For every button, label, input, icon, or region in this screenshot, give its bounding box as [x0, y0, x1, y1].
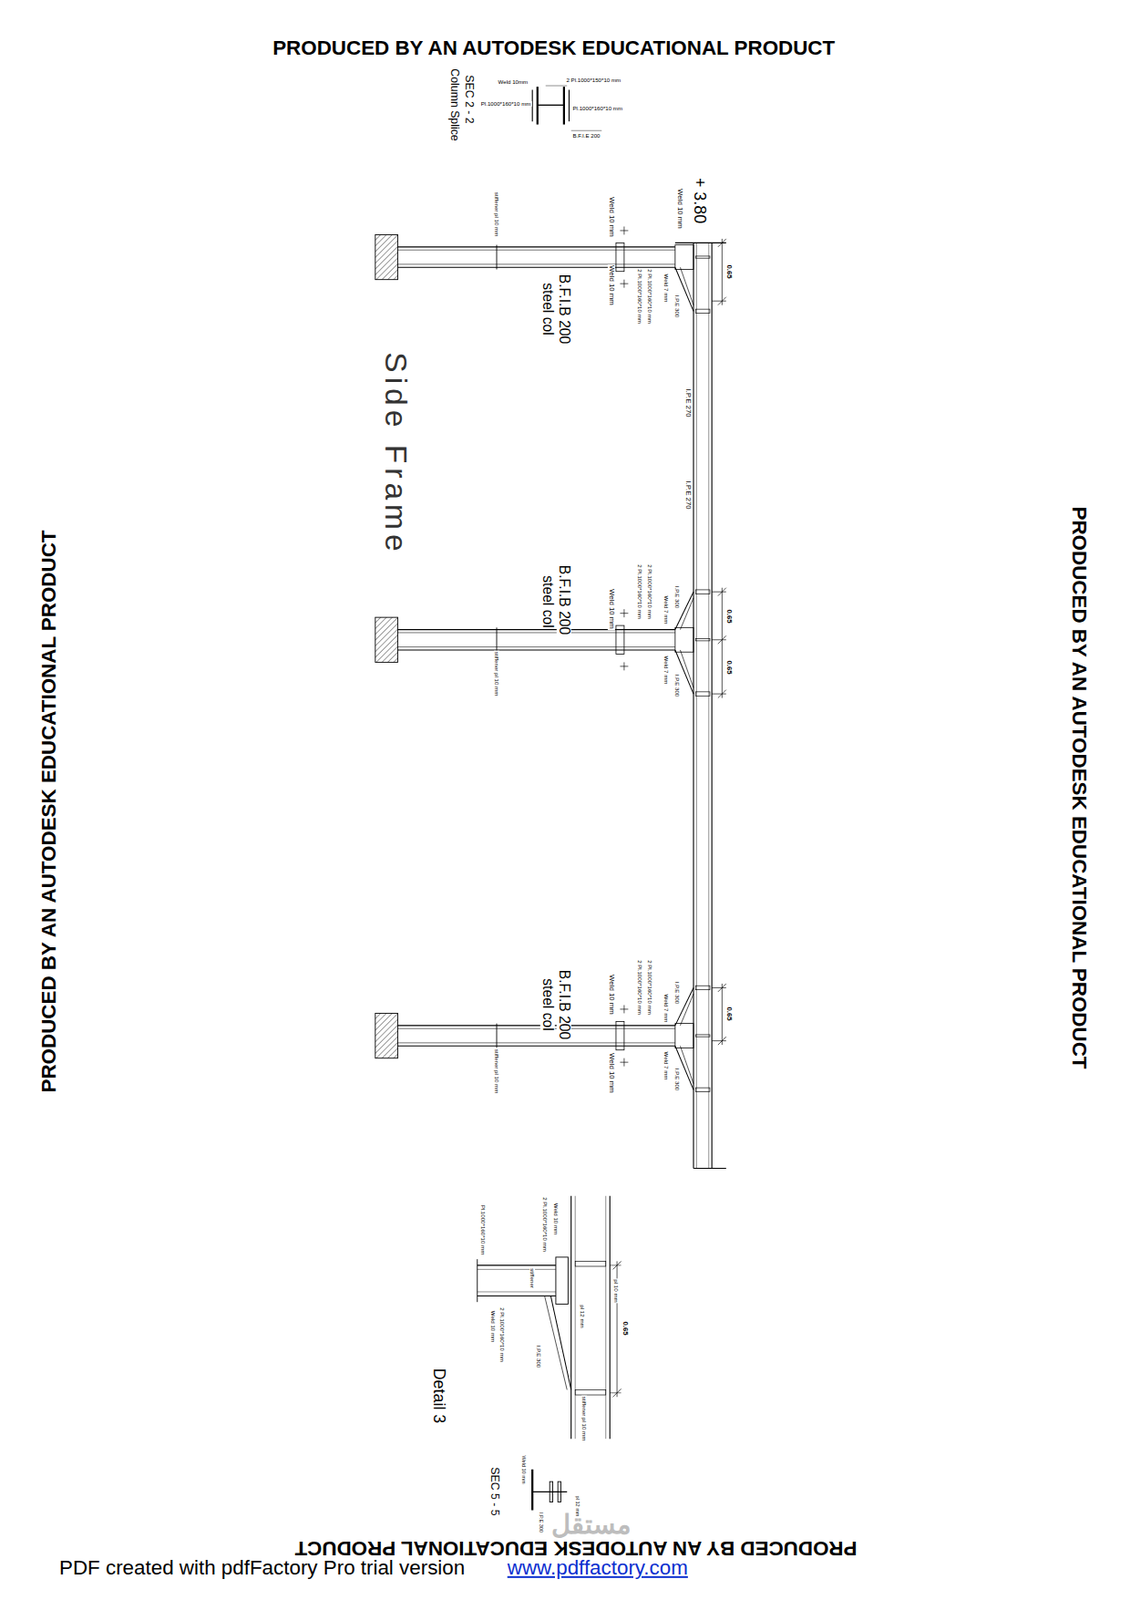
- weld-note: Weld 10 mm: [553, 1201, 559, 1235]
- dimension-text: 0.65: [621, 1319, 629, 1336]
- plate-note: 2 Pl.1000*160*10 mm: [647, 958, 653, 1016]
- member-label: I.P.E 270: [684, 387, 692, 418]
- watermark-text: PRODUCED BY AN AUTODESK EDUCATIONAL PROD…: [294, 1537, 859, 1558]
- member-label: steel col: [540, 977, 555, 1032]
- section-symbol: [532, 1469, 567, 1511]
- member-note: I.P.E 300: [674, 1067, 680, 1091]
- member-label: steel col: [540, 281, 555, 336]
- member-note: I.P.E 300: [537, 1510, 544, 1533]
- member-note: I.P.E 300: [535, 1344, 542, 1368]
- detail-title: Detail 3: [430, 1366, 447, 1425]
- plate-note: 2 Pl.1000*160*10 mm: [636, 267, 643, 325]
- section-label: SEC 2 - 2: [463, 73, 475, 124]
- watermark-text: PRODUCED BY AN AUTODESK EDUCATIONAL PROD…: [1068, 504, 1089, 1069]
- dimension-text: 0.65: [725, 263, 733, 279]
- plate-note: 2 Pl.1000*160*10 mm: [636, 958, 643, 1016]
- weld-note: Weld 10 mm: [608, 973, 617, 1016]
- watermark-text: PRODUCED BY AN AUTODESK EDUCATIONAL PROD…: [271, 37, 836, 58]
- member-label: B.F.I.B 200: [556, 564, 572, 637]
- plate-note: Pl.1000*160*10 mm: [571, 105, 624, 112]
- plate-note: pl 10 mm: [613, 1277, 619, 1303]
- weld-note: Weld 7 mm: [663, 1050, 669, 1081]
- plate-note: 2 Pl.1000*160*10 mm: [542, 1195, 548, 1253]
- weld-note: Weld 10 mm: [489, 1309, 495, 1343]
- weld-note: Weld 7 mm: [663, 992, 669, 1023]
- plate-note: Pl.1000*160*10 mm: [480, 101, 533, 107]
- drawing-title: Side Frame: [380, 350, 411, 556]
- weld-note: Weld 10mm: [497, 78, 530, 84]
- plate-note: Pl.1000*160*10 mm: [480, 1202, 486, 1255]
- plate-note: pl 12 mm: [579, 1303, 586, 1328]
- member-note: I.P.E 300: [674, 294, 680, 319]
- plate-note: 2 Pl.1000*160*10 mm: [499, 1305, 505, 1363]
- stiffener-note: stiffener pl 10 mm: [493, 1047, 500, 1095]
- plate-note: 2 Pl.1000*160*10 mm: [636, 563, 643, 620]
- section-label: Column Splice: [449, 68, 461, 143]
- watermark-text: PRODUCED BY AN AUTODESK EDUCATIONAL PROD…: [39, 528, 60, 1093]
- level-mark: + 3.80: [690, 176, 708, 225]
- member-label: B.F.I.B 200: [556, 273, 572, 346]
- member-label: steel col: [540, 575, 555, 629]
- stiffener-note: stiffener pl 10 mm: [493, 191, 500, 238]
- plate-note: 2 Pl.1000*160*10 mm: [647, 267, 653, 325]
- logo-watermark: مستقل: [550, 1511, 633, 1539]
- weld-note: Weld 10 mm: [608, 587, 617, 630]
- section-label: SEC 5 - 5: [489, 1466, 501, 1517]
- member-label: I.P.E 270: [684, 479, 692, 510]
- weld-note: Weld 7 mm: [663, 655, 669, 686]
- weld-note: Weld 10 mm: [677, 188, 685, 231]
- weld-note: Weld 10 mm: [608, 195, 617, 238]
- plate-note: 2 Pl.1000*150*10 mm: [565, 77, 622, 83]
- member-label: B.F.I.B 200: [556, 968, 572, 1041]
- member-note: I.P.E 300: [674, 584, 680, 608]
- beam: [675, 242, 727, 1168]
- stiffener-note: stiffener pl 10 mm: [493, 649, 500, 697]
- weld-note: Weld 7 mm: [663, 272, 669, 303]
- dimension-text: 0.65: [725, 658, 733, 675]
- footer-text: PDF created with pdfFactory Pro trial ve…: [58, 1557, 466, 1578]
- section-note: B.F.I.E 200: [571, 133, 601, 139]
- footer-link: www.pdffactory.com: [506, 1557, 689, 1578]
- member-note: I.P.E 300: [674, 673, 680, 698]
- dimension-text: 0.65: [725, 1006, 733, 1022]
- weld-note: Weld 7 mm: [663, 595, 669, 626]
- stiffener-note: stiffener: [529, 1266, 535, 1289]
- plate-note: 2 Pl.1000*160*10 mm: [647, 563, 653, 620]
- member-note: I.P.E 300: [674, 980, 680, 1005]
- weld-note: Weld 10 mm: [608, 264, 617, 307]
- connection-detail: [477, 1195, 622, 1439]
- dimension-text: 0.65: [725, 607, 733, 624]
- stiffener-note: stiffener pl 10 mm: [581, 1394, 587, 1441]
- weld-note: Weld 10 mm: [608, 1051, 617, 1094]
- weld-note: Weld 10 mm: [520, 1453, 526, 1484]
- dimension-line: [711, 238, 727, 1045]
